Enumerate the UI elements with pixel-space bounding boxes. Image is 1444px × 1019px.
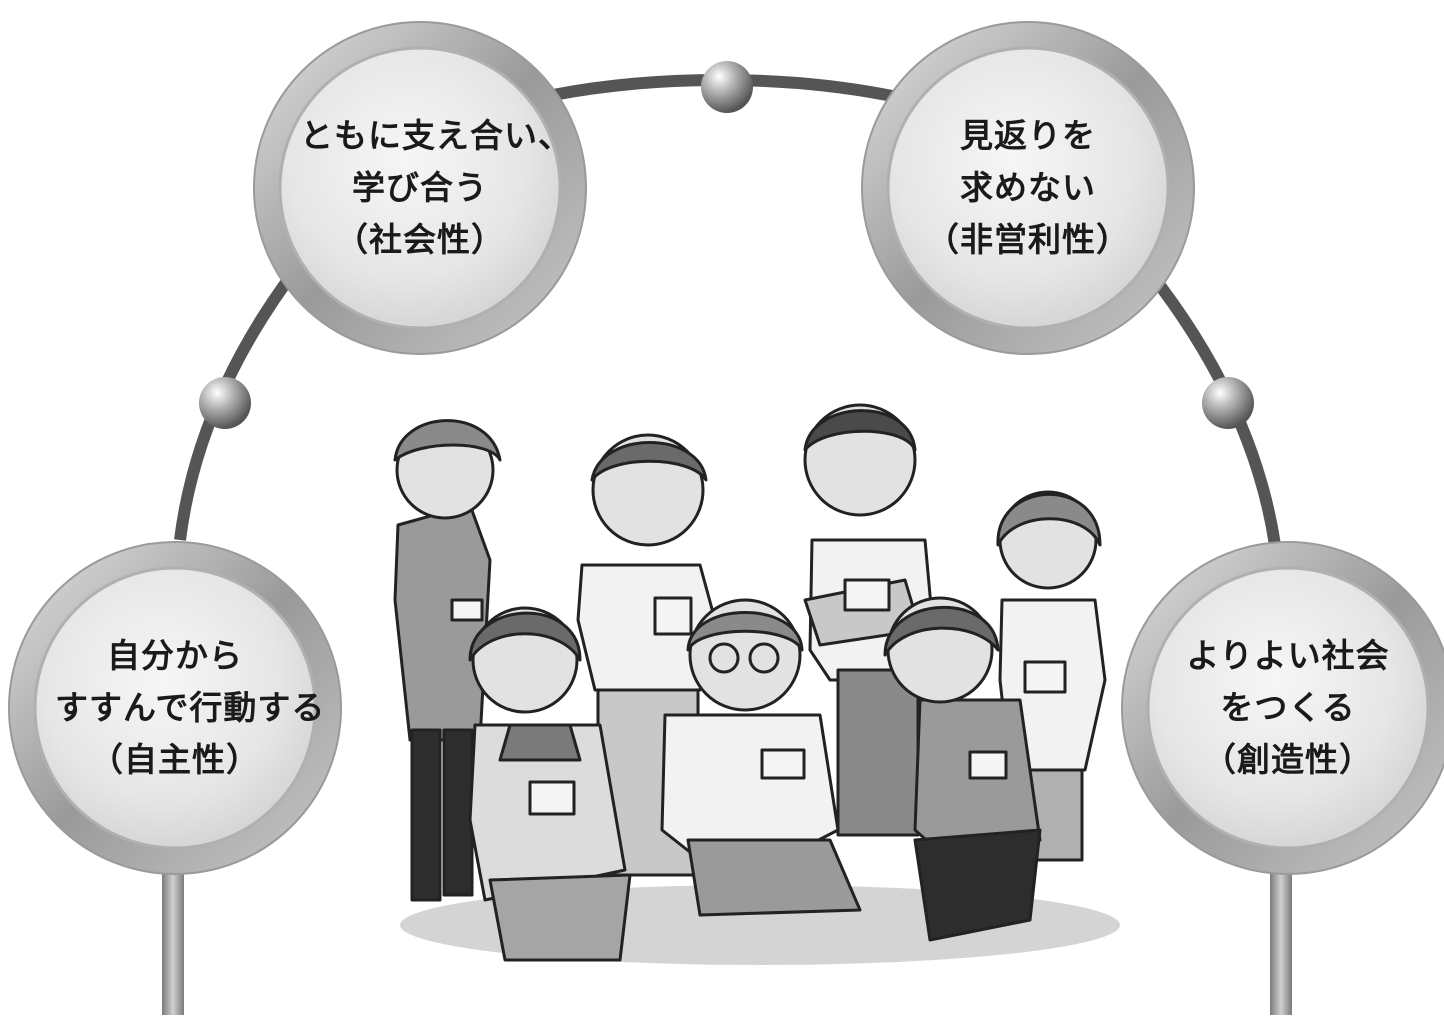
volunteer-group-illustration	[393, 403, 1120, 965]
person-back-left	[393, 419, 502, 902]
connector-ball-left	[199, 377, 251, 429]
principle-social-text: ともに支え合い、 学び合う （社会性）	[300, 110, 572, 266]
principle-autonomy-line-1: 自分から	[107, 636, 243, 675]
disc-autonomy	[8, 541, 342, 875]
principle-creativity-line-1: よりよい社会	[1186, 636, 1390, 675]
left-pole	[162, 860, 184, 1015]
principle-autonomy-line-3: （自主性）	[90, 740, 260, 779]
principle-nonprofit-line-3: （非営利性）	[926, 220, 1130, 259]
principle-nonprofit-line-2: 求めない	[960, 168, 1096, 207]
principle-autonomy-line-2: すすんで行動する	[55, 688, 326, 727]
disc-social	[253, 21, 587, 355]
disc-creativity	[1121, 541, 1444, 875]
disc-nonprofit	[861, 21, 1195, 355]
person-front-center	[660, 598, 862, 917]
connector-ball-top	[701, 61, 753, 113]
principle-social-line-3: （社会性）	[335, 220, 505, 259]
principle-creativity-text: よりよい社会 をつくる （創造性）	[1168, 630, 1408, 786]
person-front-right	[883, 596, 1042, 942]
principle-creativity-line-2: をつくる	[1220, 688, 1356, 727]
principle-creativity-line-3: （創造性）	[1203, 740, 1373, 779]
principle-nonprofit-line-1: 見返りを	[960, 116, 1096, 155]
principle-nonprofit-text: 見返りを 求めない （非営利性）	[908, 110, 1148, 266]
principle-social-line-1: ともに支え合い、	[300, 116, 572, 155]
connector-ball-right	[1202, 377, 1254, 429]
person-front-left	[468, 606, 632, 962]
principle-social-line-2: 学び合う	[352, 168, 488, 207]
right-pole	[1270, 860, 1292, 1015]
principle-autonomy-text: 自分から すすんで行動する （自主性）	[55, 630, 326, 786]
